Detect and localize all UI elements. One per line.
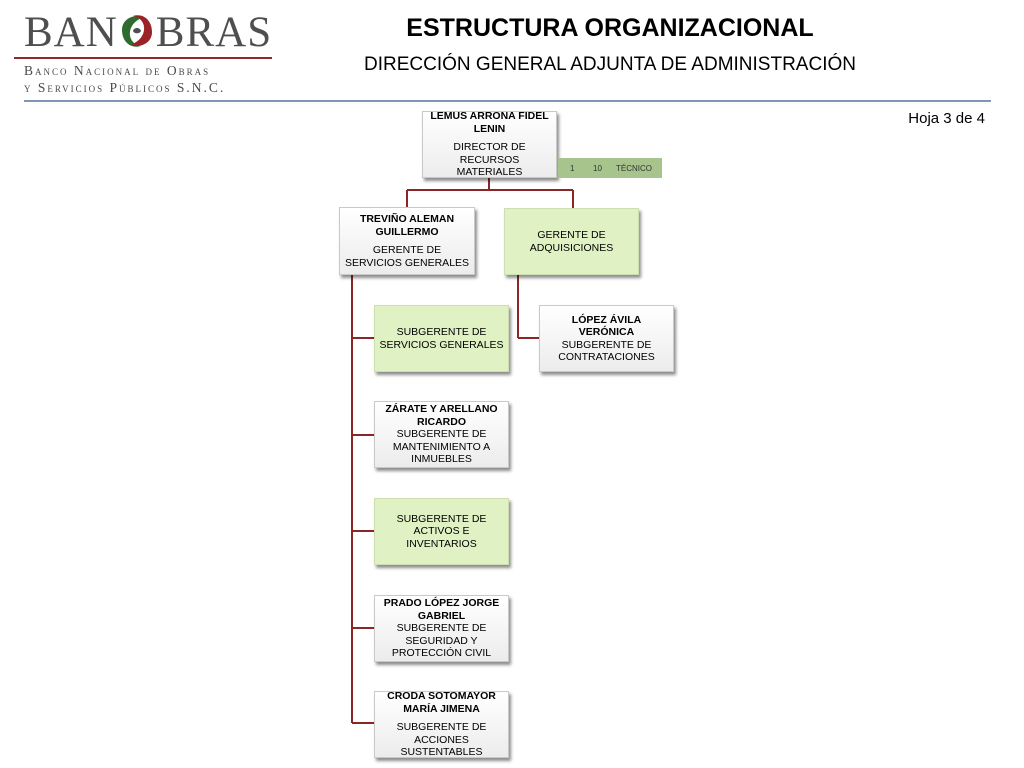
badge-level: 10	[593, 164, 602, 173]
subgerencia-seguridad-name: PRADO LÓPEZ JORGE GABRIEL	[383, 597, 500, 622]
sheet-number: Hoja 3 de 4	[908, 110, 985, 127]
director-name: LEMUS ARRONA FIDEL LENIN	[430, 110, 549, 135]
badge-type: TÉCNICO	[616, 164, 652, 173]
subgerencia-sustentables-box: CRODA SOTOMAYOR MARÍA JIMENA SUBGERENTE …	[374, 690, 509, 759]
subgerencia-activos-position: SUBGERENTE DE ACTIVOS E INVENTARIOS	[396, 512, 487, 550]
subgerencia-sustentables-position: SUBGERENTE DE ACCIONES SUSTENTABLES	[396, 721, 487, 759]
gerencia-servicios-name: TREVIÑO ALEMAN GUILLERMO	[359, 213, 455, 238]
subgerencia-seguridad-box: PRADO LÓPEZ JORGE GABRIEL SUBGERENTE DE …	[374, 595, 509, 662]
subgerencia-contrataciones-name: LÓPEZ ÁVILA VERÓNICA	[571, 313, 642, 339]
logo-wordmark: BAN BRAS	[24, 8, 272, 57]
logo-tagline-2: y Servicios Públicos S.N.C.	[24, 80, 226, 95]
page-title: ESTRUCTURA ORGANIZACIONAL	[406, 14, 814, 42]
badge-count: 1	[570, 164, 575, 173]
gerencia-adquisiciones-position: GERENTE DE ADQUISICIONES	[529, 229, 614, 254]
page-subtitle: DIRECCIÓN GENERAL ADJUNTA DE ADMINISTRAC…	[364, 54, 856, 75]
gerencia-servicios-position: GERENTE DE SERVICIOS GENERALES	[344, 244, 470, 269]
logo-word-post: BRAS	[155, 9, 273, 56]
gerencia-servicios-box: TREVIÑO ALEMAN GUILLERMO GERENTE DE SERV…	[339, 207, 475, 275]
logo-tagline-1: Banco Nacional de Obras	[24, 63, 211, 78]
subgerencia-contrataciones-position: SUBGERENTE DE CONTRATACIONES	[558, 338, 655, 364]
logo-word-pre: BAN	[24, 9, 118, 56]
gerencia-adquisiciones-box: GERENTE DE ADQUISICIONES	[504, 208, 639, 275]
director-box: LEMUS ARRONA FIDEL LENIN DIRECTOR DE REC…	[422, 110, 557, 179]
subgerencia-servicios-position: SUBGERENTE DE SERVICIOS GENERALES	[379, 326, 504, 351]
eagle-emblem-icon	[121, 15, 152, 47]
director-position: DIRECTOR DE RECURSOS MATERIALES	[453, 141, 526, 179]
subgerencia-sustentables-name: CRODA SOTOMAYOR MARÍA JIMENA	[387, 690, 496, 715]
director-badge: 1 10 TÉCNICO	[558, 158, 662, 178]
logo-rule	[14, 57, 272, 59]
subgerencia-mantenimiento-position: SUBGERENTE DE MANTENIMIENTO A INMUEBLES	[392, 428, 491, 466]
subgerencia-activos-box: SUBGERENTE DE ACTIVOS E INVENTARIOS	[374, 498, 509, 565]
banobras-logo: BAN BRAS Banco Nacional de Obras y Servi…	[14, 6, 274, 96]
subgerencia-mantenimiento-box: ZÁRATE Y ARELLANO RICARDO SUBGERENTE DE …	[374, 401, 509, 468]
subgerencia-contrataciones-box: LÓPEZ ÁVILA VERÓNICA SUBGERENTE DE CONTR…	[539, 305, 674, 372]
subgerencia-seguridad-position: SUBGERENTE DE SEGURIDAD Y PROTECCIÓN CIV…	[391, 622, 492, 660]
header-divider	[24, 100, 991, 102]
subgerencia-mantenimiento-name: ZÁRATE Y ARELLANO RICARDO	[385, 403, 498, 428]
subgerencia-servicios-box: SUBGERENTE DE SERVICIOS GENERALES	[374, 305, 509, 372]
